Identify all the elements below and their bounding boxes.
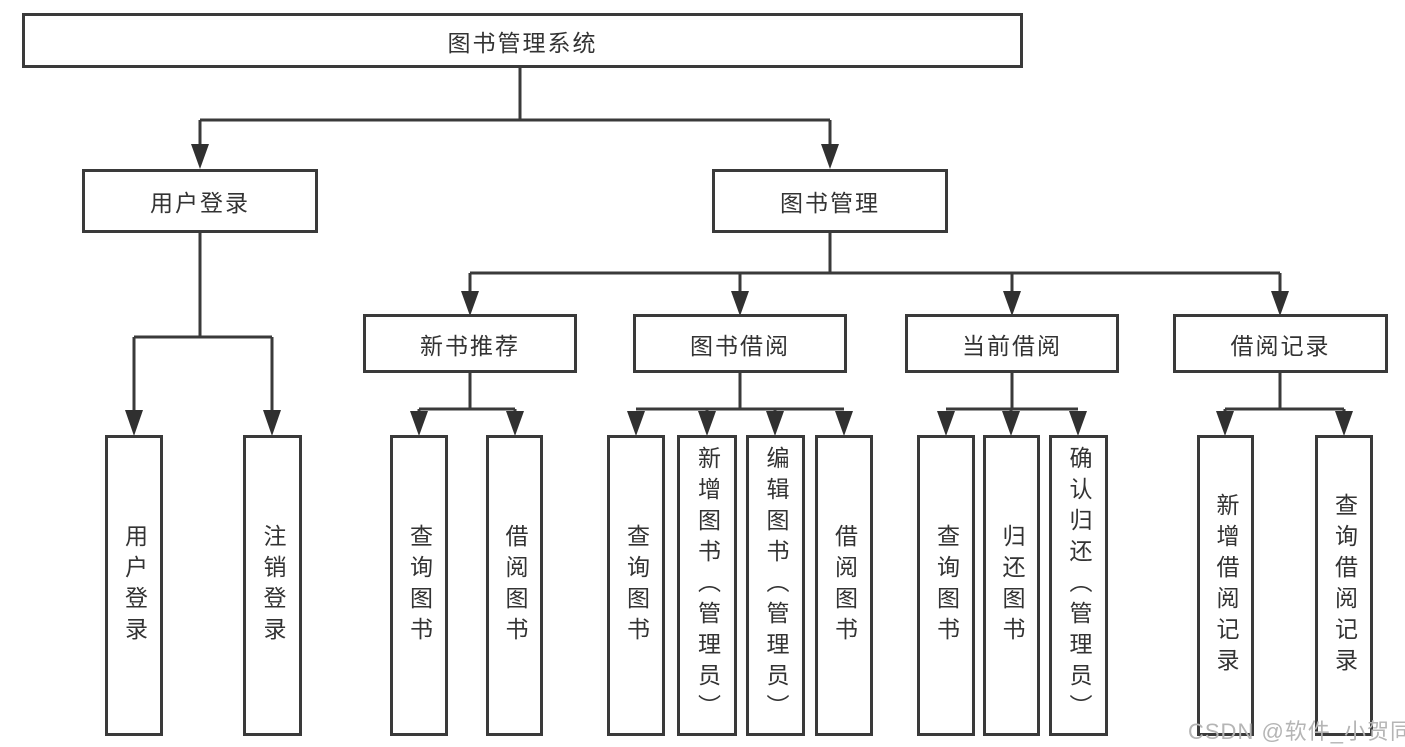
leaf-add-borrow-record-label: 新增借阅记录 [1213,492,1239,679]
leaf-query-borrow-record: 查询借阅记录 [1315,435,1373,736]
leaf-user-login-label: 用户登录 [121,523,148,648]
leaf-edit-books-admin: 编辑图书（管理员） [746,435,805,736]
node-root: 图书管理系统 [22,13,1023,68]
node-book-mgmt: 图书管理 [712,169,948,233]
connector-new-book-branch [410,372,524,436]
node-new-book-rec: 新书推荐 [363,314,577,373]
leaf-confirm-return-admin: 确认归还（管理员） [1049,435,1108,736]
node-book-borrow-label: 图书借阅 [690,332,790,359]
node-user-login: 用户登录 [82,169,318,233]
leaf-query-books-3: 查询图书 [917,435,975,736]
node-book-mgmt-label: 图书管理 [780,190,880,216]
leaf-borrow-books-1: 借阅图书 [486,435,543,736]
csdn-watermark: CSDN @软件_小贺同学 [1188,719,1405,744]
leaf-logout-label: 注销登录 [260,523,286,648]
node-book-borrow: 图书借阅 [633,314,847,373]
leaf-borrow-books-2-label: 借阅图书 [831,523,858,648]
node-user-login-label: 用户登录 [150,190,250,216]
leaf-return-books: 归还图书 [983,435,1040,736]
leaf-add-books-admin-label: 新增图书（管理员） [694,446,721,725]
connector-user-login-branch [125,232,281,436]
node-borrow-records: 借阅记录 [1173,314,1388,373]
leaf-add-books-admin: 新增图书（管理员） [677,435,737,736]
leaf-query-books-1-label: 查询图书 [406,523,433,648]
leaf-confirm-return-admin-label: 确认归还（管理员） [1066,446,1092,725]
leaf-query-books-2: 查询图书 [607,435,665,736]
connector-book-mgmt-branch [461,232,1289,316]
leaf-query-books-3-label: 查询图书 [933,523,960,648]
leaf-borrow-books-2: 借阅图书 [815,435,873,736]
leaf-query-books-2-label: 查询图书 [623,523,650,648]
leaf-user-login: 用户登录 [105,435,163,736]
connector-root-branch [191,68,839,169]
leaf-query-books-1: 查询图书 [390,435,448,736]
node-current-borrow: 当前借阅 [905,314,1119,373]
leaf-logout: 注销登录 [243,435,302,736]
leaf-borrow-books-1-label: 借阅图书 [502,523,528,648]
leaf-return-books-label: 归还图书 [999,523,1025,648]
node-current-borrow-label: 当前借阅 [962,332,1062,359]
node-root-label: 图书管理系统 [447,29,598,56]
connector-borrow-records-branch [1216,372,1353,436]
leaf-query-borrow-record-label: 查询借阅记录 [1331,492,1358,679]
leaf-edit-books-admin-label: 编辑图书（管理员） [763,446,789,725]
connector-current-borrow-branch [937,372,1087,436]
connector-book-borrow-branch [627,372,853,436]
leaf-add-borrow-record: 新增借阅记录 [1197,435,1254,736]
node-new-book-rec-label: 新书推荐 [420,332,520,359]
node-borrow-records-label: 借阅记录 [1230,332,1331,359]
